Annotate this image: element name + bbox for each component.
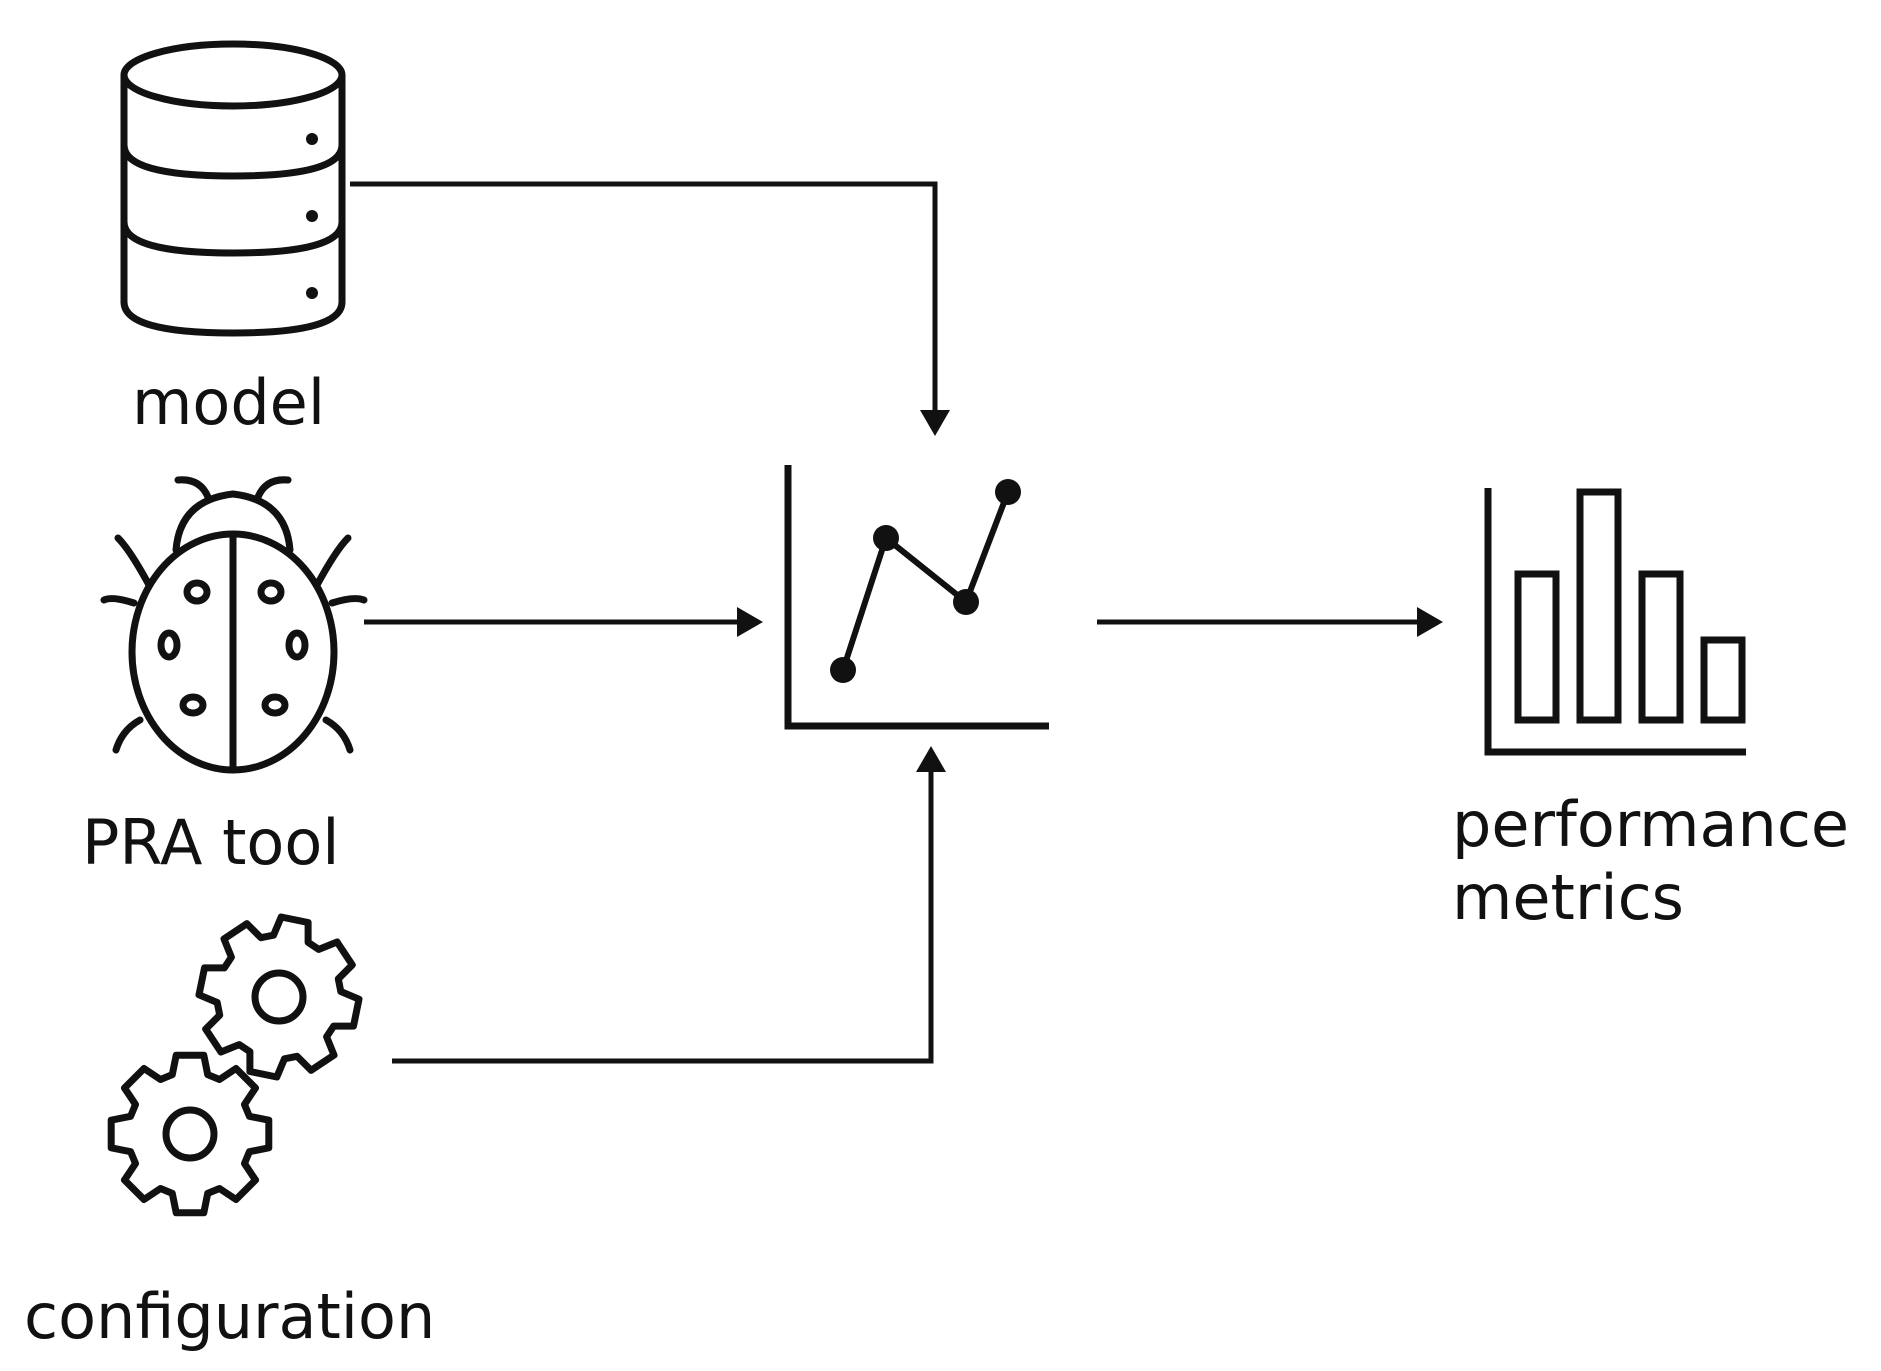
arrowhead-down <box>920 410 950 436</box>
performance-metrics-line1: performance <box>1452 788 1850 861</box>
arrowhead-right-center <box>737 607 763 637</box>
arrowhead-up <box>916 746 946 772</box>
connectors <box>350 181 1425 1064</box>
gears-icon <box>107 913 363 1217</box>
line-chart-icon <box>784 465 1049 730</box>
gear-upper-icon <box>195 913 363 1081</box>
configuration-label: configuration <box>24 1280 436 1353</box>
bug-icon <box>100 476 368 774</box>
performance-metrics-line2: metrics <box>1452 861 1684 935</box>
model-connector <box>350 181 938 412</box>
performance-metrics-label: performance metrics <box>1452 788 1849 934</box>
arrowhead-right-output <box>1417 607 1443 637</box>
arrowheads <box>737 410 1443 772</box>
bar-chart-icon <box>1484 488 1746 756</box>
gear-lower-icon <box>107 1051 273 1217</box>
pra-tool-label: PRA tool <box>82 806 340 879</box>
configuration-connector <box>392 770 934 1064</box>
database-icon <box>120 40 346 337</box>
model-label: model <box>132 366 326 439</box>
